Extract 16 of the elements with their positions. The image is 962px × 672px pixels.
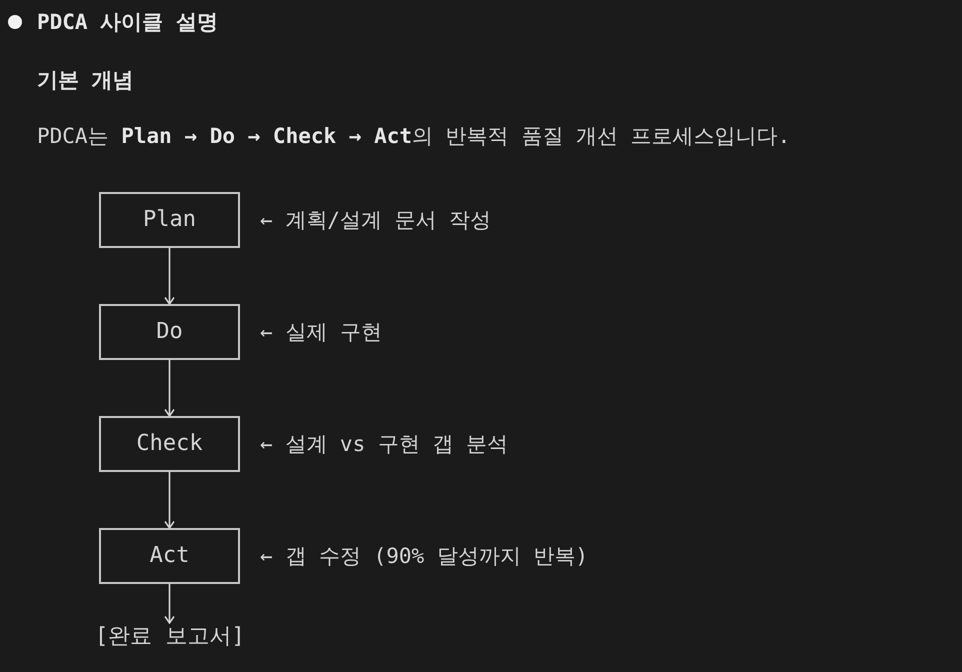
description-text: PDCA는 Plan → Do → Check → Act의 반복적 품질 개선 프로세스입니다. bbox=[37, 123, 790, 150]
process-box: Do bbox=[99, 304, 240, 360]
annotation-text: ← 설계 vs 구현 갭 분석 bbox=[260, 431, 508, 458]
result-label: [완료 보고서] bbox=[95, 623, 245, 651]
process-box: Plan bbox=[99, 192, 240, 248]
arrow bbox=[164, 360, 175, 417]
annotation-text: ← 실제 구현 bbox=[260, 319, 382, 346]
annotation-text: ← 계획/설계 문서 작성 bbox=[260, 207, 492, 234]
process-box: Check bbox=[99, 416, 240, 472]
arrow bbox=[164, 472, 175, 529]
annotation-text: ← 갭 수정 (90% 달성까지 반복) bbox=[260, 543, 588, 570]
process-box: Act bbox=[99, 528, 240, 584]
arrow bbox=[164, 584, 175, 624]
section-heading: 기본 개념 bbox=[37, 67, 134, 94]
title: PDCA 사이클 설명 bbox=[37, 9, 218, 36]
arrow bbox=[164, 248, 175, 305]
